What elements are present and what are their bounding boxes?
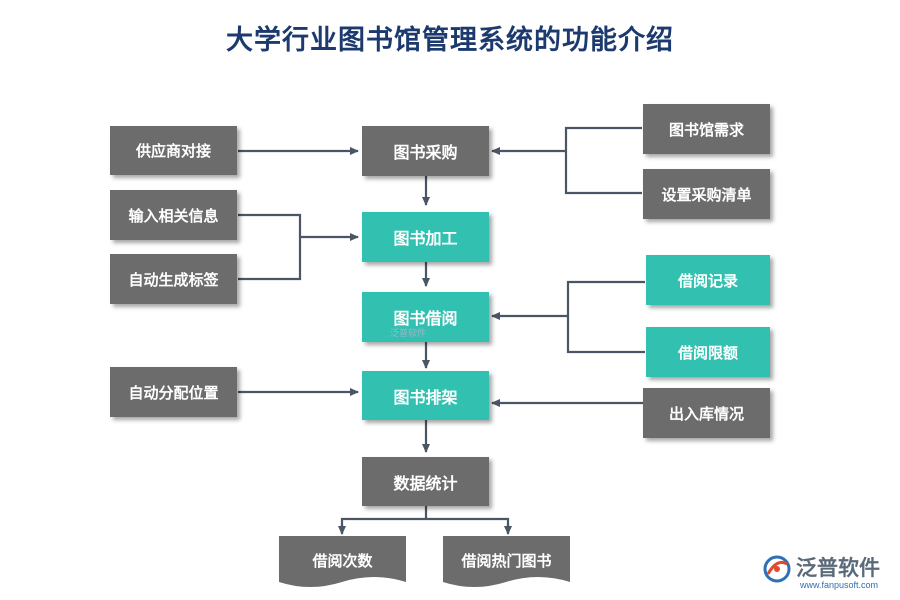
line-needs-bracket — [564, 126, 642, 195]
document-shape-icon — [443, 536, 570, 587]
node-purchase-list: 设置采购清单 — [643, 169, 770, 219]
line-info-bracket — [238, 213, 302, 281]
line-outputs-bracket — [340, 517, 510, 533]
watermark-text: 泛普软件 — [390, 329, 427, 339]
document-shape-icon — [279, 536, 406, 587]
line-borrow-bracket — [566, 280, 645, 354]
node-inout-status: 出入库情况 — [643, 388, 770, 438]
brand-logo: 泛普软件 www.fanpusoft.com — [762, 552, 892, 596]
node-borrow-record: 借阅记录 — [646, 255, 770, 305]
brand-url: www.fanpusoft.com — [800, 580, 879, 590]
node-data-statistics: 数据统计 — [362, 457, 489, 506]
node-auto-label: 自动生成标签 — [110, 254, 237, 304]
brand-name: 泛普软件 — [796, 556, 880, 580]
node-book-borrowing: 图书借阅 — [362, 292, 489, 342]
node-auto-assign: 自动分配位置 — [110, 367, 237, 417]
node-book-shelving: 图书排架 — [362, 371, 489, 420]
node-book-purchase: 图书采购 — [362, 126, 489, 176]
node-library-needs: 图书馆需求 — [643, 104, 770, 154]
node-supplier-connect: 供应商对接 — [110, 126, 237, 175]
node-input-info: 输入相关信息 — [110, 190, 237, 240]
node-book-processing: 图书加工 — [362, 212, 489, 262]
node-borrow-limit: 借阅限额 — [646, 327, 770, 377]
page-title: 大学行业图书馆管理系统的功能介绍 — [226, 25, 674, 56]
node-borrow-count: 借阅次数 — [279, 536, 406, 592]
brand-swirl-icon — [763, 555, 791, 583]
node-hot-books: 借阅热门图书 — [443, 536, 570, 592]
